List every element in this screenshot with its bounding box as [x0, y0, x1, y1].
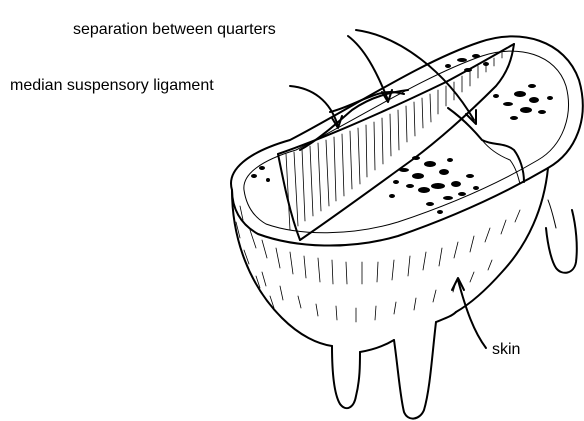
separation-leader-right: [356, 30, 474, 120]
udder-outline: [231, 36, 583, 352]
skin-label: skin: [492, 341, 520, 359]
separation-label: separation between quarters: [73, 21, 276, 39]
leader-lines: [290, 30, 486, 348]
separation-left: [300, 90, 408, 150]
teat-right-rear: [546, 210, 577, 273]
skin-leader: [458, 280, 486, 348]
ligament-leader: [290, 86, 338, 126]
teat-center: [394, 322, 436, 419]
ligament-label: median suspensory ligament: [10, 77, 214, 95]
separation-leader-left: [348, 36, 388, 100]
teats: [332, 200, 577, 419]
skin-hatching: [236, 206, 520, 322]
teat-left-front: [332, 346, 360, 408]
